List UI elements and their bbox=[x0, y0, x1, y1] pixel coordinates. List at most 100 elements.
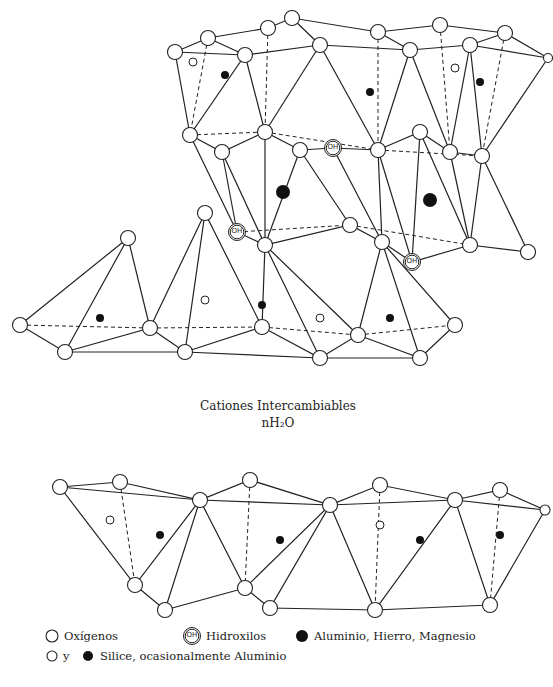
oxygen-atom bbox=[143, 321, 158, 336]
oxygen-atom bbox=[413, 125, 428, 140]
hydroxyl-atom bbox=[404, 254, 421, 271]
hidden-edge bbox=[190, 38, 208, 135]
oxygen-atom bbox=[285, 11, 300, 26]
octa-edge bbox=[450, 152, 470, 245]
sheet-edge bbox=[65, 352, 420, 358]
oxygen-atom bbox=[198, 206, 213, 221]
oxygen-atom bbox=[483, 598, 498, 613]
hidden-edge bbox=[245, 480, 250, 588]
bottom-tetra-edges bbox=[60, 480, 545, 610]
oxygen-atom bbox=[258, 125, 273, 140]
oxygen-atom bbox=[493, 483, 508, 498]
oxygen-atom bbox=[238, 48, 253, 63]
octa-edge bbox=[190, 135, 237, 232]
silicon-atom bbox=[258, 301, 266, 309]
hidden-edge bbox=[440, 25, 450, 152]
oxygen-atom bbox=[58, 345, 73, 360]
silicon-atom bbox=[451, 64, 459, 72]
oxygen-atoms bbox=[13, 11, 553, 618]
silicon-atom bbox=[366, 88, 374, 96]
oxygen-atom bbox=[258, 238, 273, 253]
tetra-edge bbox=[320, 45, 378, 150]
tetra-edge bbox=[270, 608, 375, 610]
silicon-atom bbox=[376, 521, 384, 529]
silicon-atom bbox=[221, 71, 229, 79]
tetra-edge bbox=[245, 505, 330, 608]
oxygen-atom bbox=[255, 320, 270, 335]
hidden-edge bbox=[378, 32, 379, 150]
hydroxyl-label: OH bbox=[328, 144, 339, 152]
oxygen-atom bbox=[201, 31, 216, 46]
silicon-atom bbox=[496, 531, 504, 539]
oxygen-atom bbox=[375, 235, 390, 250]
legend-conjunction: y bbox=[63, 650, 70, 663]
oxygen-atom bbox=[498, 26, 513, 41]
legend-oxygen bbox=[46, 630, 58, 642]
hydroxyl-ring bbox=[230, 225, 244, 239]
silicon-atom bbox=[201, 296, 209, 304]
silicon-atom bbox=[416, 536, 424, 544]
tetra-edge bbox=[382, 242, 455, 358]
oxygen-atom bbox=[128, 578, 143, 593]
oxygen-atom bbox=[463, 38, 478, 53]
legend-silicon-white bbox=[47, 651, 57, 661]
tetra-edge bbox=[265, 45, 320, 132]
oxygen-atom bbox=[53, 480, 68, 495]
tetra-edge bbox=[482, 58, 548, 156]
silicon-atom bbox=[316, 314, 324, 322]
oxygen-atom bbox=[183, 128, 198, 143]
oxygen-atom bbox=[373, 478, 388, 493]
sheet-edge bbox=[175, 18, 548, 58]
tetra-edge bbox=[378, 50, 410, 150]
oxygen-atom bbox=[371, 25, 386, 40]
water-caption: nH₂O bbox=[262, 417, 295, 430]
silicon-atom bbox=[106, 516, 114, 524]
hidden-edge bbox=[120, 482, 135, 585]
silicon-atom bbox=[156, 531, 164, 539]
octa-edge bbox=[333, 148, 382, 242]
legend-text: Silice, ocasionalmente Aluminio bbox=[100, 650, 286, 663]
hidden-edge bbox=[265, 28, 268, 132]
tetra-edge bbox=[165, 588, 245, 610]
tetra-edge bbox=[190, 55, 245, 135]
tetra-edge bbox=[262, 245, 320, 358]
oxygen-atom bbox=[448, 493, 463, 508]
oxygen-atom bbox=[343, 218, 358, 233]
sheet-edge bbox=[60, 487, 545, 510]
hidden-edge bbox=[482, 33, 505, 156]
tetra-edge bbox=[128, 238, 150, 328]
tetra-edge bbox=[450, 45, 470, 152]
octa-edge bbox=[470, 156, 482, 245]
tetra-edge bbox=[410, 50, 450, 152]
oxygen-atom bbox=[463, 238, 478, 253]
lower-tetra-edges bbox=[20, 213, 455, 358]
oxygen-atom bbox=[403, 43, 418, 58]
silicon-atom bbox=[189, 58, 197, 66]
oxygen-atom bbox=[368, 603, 383, 618]
oxygen-atom bbox=[433, 18, 448, 33]
octa-cation bbox=[276, 185, 290, 199]
oxygen-atom bbox=[371, 143, 386, 158]
oxygen-atom bbox=[544, 54, 553, 63]
hidden-edge bbox=[20, 325, 150, 328]
tetra-edge bbox=[470, 45, 482, 156]
hydroxyl-label: OH bbox=[232, 228, 243, 236]
top-tetra-edges bbox=[175, 18, 548, 156]
hydroxyl-atom bbox=[325, 140, 342, 157]
oxygen-atom bbox=[313, 351, 328, 366]
hydroxyl-atom bbox=[229, 224, 246, 241]
sheet-edge bbox=[60, 480, 545, 510]
oxygen-atom bbox=[413, 351, 428, 366]
oxygen-atom bbox=[215, 145, 230, 160]
oxygen-atom bbox=[351, 328, 366, 343]
oxygen-atom bbox=[443, 145, 458, 160]
hydroxyl-ring bbox=[326, 141, 340, 155]
oxygen-atom bbox=[243, 473, 258, 488]
tetra-edge bbox=[330, 500, 455, 610]
silicon-atom bbox=[386, 314, 394, 322]
silicon-atom bbox=[476, 78, 484, 86]
oxygen-atom bbox=[475, 149, 490, 164]
oxygen-atom bbox=[168, 45, 183, 60]
hidden-edges bbox=[20, 25, 505, 610]
